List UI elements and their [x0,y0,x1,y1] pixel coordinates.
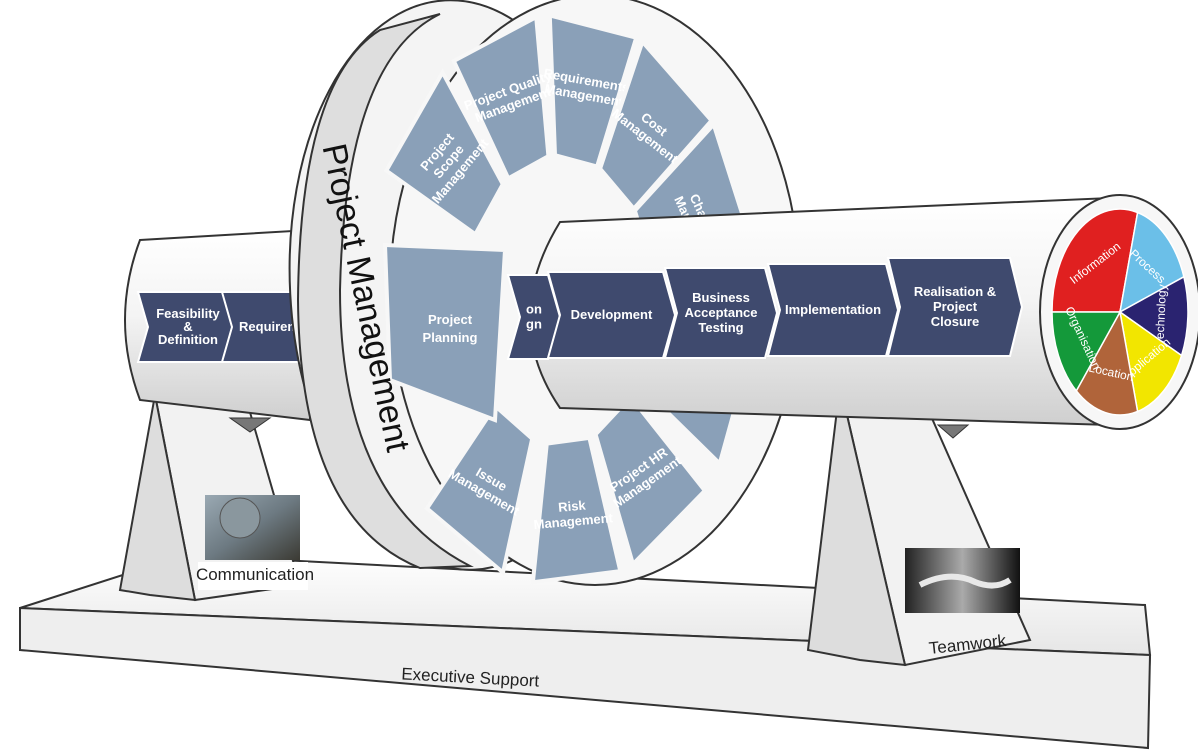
hub-label-line-1: Project [428,312,473,327]
stage-feasibility-label-line-3: Definition [158,332,218,347]
slice-organisation-shape [1051,311,1122,393]
stage-uat-label-line-1: Business [692,290,750,305]
stage-implementation-label-line-1: Implementation [785,302,881,317]
stage-feasibility-label-line-1: Feasibility [156,306,220,321]
slice-information: Information [1051,208,1139,313]
stage-closure-label-line-1: Realisation & [914,284,996,299]
segment-quality-shape [451,13,551,182]
stage-closure-label-line-3: Closure [931,314,979,329]
segment-issue-shape [424,402,535,577]
slice-process-shape [1118,211,1185,314]
stage-closure-label-line-2: Project [933,299,978,314]
globe-icon [219,497,261,539]
slice-technology-shape [1118,275,1189,357]
segment-risk-label-line-1: Risk [558,497,587,514]
hub-project-planning: Project Planning [382,242,508,423]
slice-information-shape [1051,208,1139,313]
slice-organisation: Organisation [1051,304,1122,393]
stage-uat-chevron [663,267,779,359]
right-support: Teamwork [806,378,1032,667]
segment-scope-shape [383,68,506,238]
stage-development-label-line-1: Development [571,307,653,322]
communication-label: Communication [196,565,314,584]
stage-development-chevron [546,271,677,359]
stage-uat-label-line-2: Acceptance [685,305,758,320]
slice-technology-label: Technology [1152,284,1169,345]
stage-requirements-label-line-1: Requirem [239,319,299,334]
slice-process: Process [1118,211,1185,314]
slice-application-shape [1118,310,1183,413]
segment-requirements-mgmt-shape [547,12,639,169]
slice-location-shape [1075,309,1139,416]
stage-closure-chevron [886,257,1024,357]
stage-development: Development [546,271,677,359]
stage-design-label-line-2: gn [526,317,542,332]
stage-implementation: Implementation [766,263,900,357]
hub-label-line-2: Planning [423,330,478,345]
stage-feasibility-label-line-2: & [183,319,192,334]
segment-cost-shape [597,37,715,212]
handshake-icon [918,573,1012,589]
stage-uat-label-line-3: Testing [698,320,743,335]
segment-risk-shape [530,435,623,585]
slice-location: Location [1075,309,1139,416]
segment-risk-label-line-2: Management [533,510,614,532]
stage-feasibility: Feasibility&Definition [136,291,238,363]
slice-application: Application [1118,310,1183,413]
slice-technology: Technology [1118,275,1189,357]
stage-design-label-line-1: on [526,302,542,317]
segment-hr-shape [593,393,708,569]
left-support: Communication [118,394,314,602]
stage-implementation-chevron [766,263,900,357]
